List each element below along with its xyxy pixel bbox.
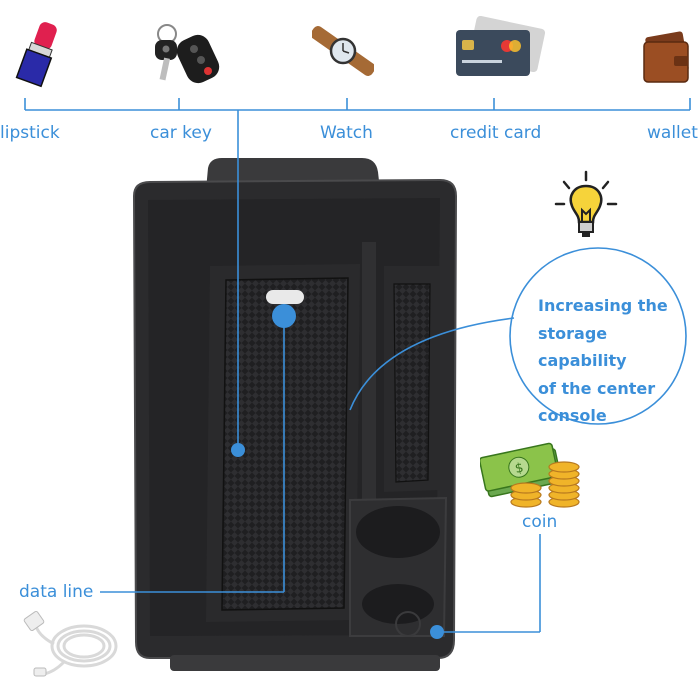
lightbulb-icon [554, 170, 618, 246]
callout-line-4: console [538, 406, 607, 425]
callout-line-3: of the center [538, 378, 656, 398]
car-key-icon [145, 22, 225, 88]
watch-label: Watch [320, 123, 373, 143]
svg-text:$: $ [514, 460, 525, 476]
money-coins-icon: $ [478, 438, 584, 514]
lipstick-icon [12, 18, 68, 94]
data-line-label: data line [19, 582, 94, 602]
lipstick-label: lipstick [0, 123, 60, 143]
storage-callout: Increasing the storage capability of the… [538, 292, 698, 430]
usb-cable-icon [14, 606, 124, 690]
watch-icon [310, 20, 376, 86]
car-key-label: car key [150, 123, 212, 143]
credit-card-label: credit card [450, 123, 542, 143]
credit-card-icon [452, 15, 552, 86]
wallet-label: wallet [647, 123, 698, 143]
wallet-icon [640, 30, 700, 90]
coin-label: coin [522, 512, 558, 532]
callout-line-2: storage capability [538, 323, 627, 371]
callout-line-1: Increasing the [538, 296, 668, 315]
